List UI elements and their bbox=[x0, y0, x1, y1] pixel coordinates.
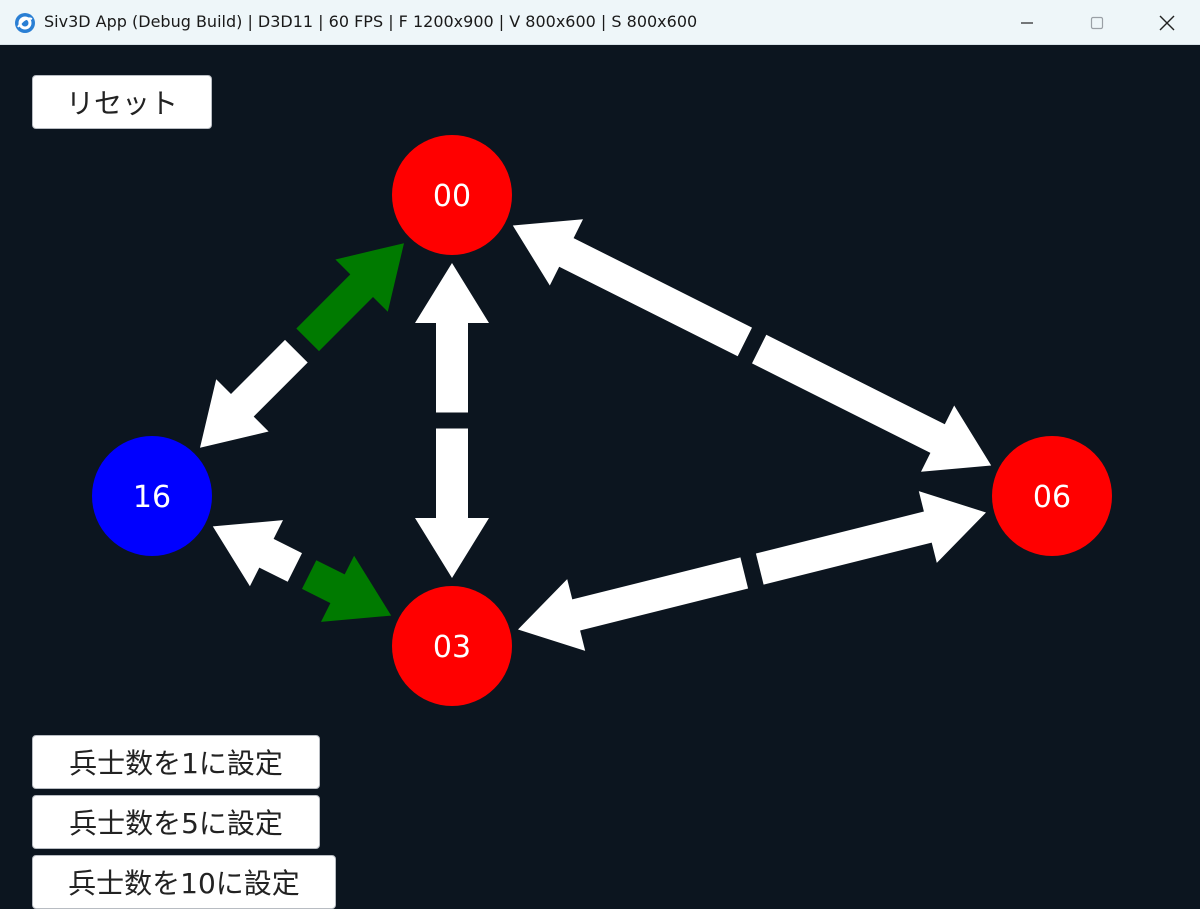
node-circle[interactable] bbox=[992, 436, 1112, 556]
minimize-icon bbox=[1021, 21, 1033, 24]
arrow-n3-to-n0[interactable] bbox=[512, 219, 752, 357]
territory-graph[interactable]: 00 16 03 06 bbox=[0, 45, 1200, 900]
node-soldier-count: 06 bbox=[1033, 480, 1071, 515]
window-title: Siv3D App (Debug Build) | D3D11 | 60 FPS… bbox=[44, 12, 698, 31]
node-16[interactable]: 16 bbox=[92, 436, 212, 556]
node-circle[interactable] bbox=[92, 436, 212, 556]
title-bar[interactable]: Siv3D App (Debug Build) | D3D11 | 60 FPS… bbox=[0, 0, 1200, 45]
arrows-layer bbox=[200, 219, 992, 651]
arrow-n2-to-n0[interactable] bbox=[415, 263, 489, 413]
maximize-button[interactable] bbox=[1062, 0, 1132, 45]
set-soldiers-5-button[interactable]: 兵士数を5に設定 bbox=[32, 795, 320, 849]
maximize-icon bbox=[1090, 16, 1104, 29]
node-06[interactable]: 06 bbox=[992, 436, 1112, 556]
siv3d-app-icon bbox=[15, 13, 35, 33]
arrow-n1-to-n2[interactable] bbox=[302, 555, 392, 622]
arrow-n0-to-n2[interactable] bbox=[415, 428, 489, 579]
node-soldier-count: 00 bbox=[433, 179, 471, 214]
reset-button[interactable]: リセット bbox=[32, 75, 212, 129]
node-circle[interactable] bbox=[392, 135, 512, 255]
arrow-n2-to-n3[interactable] bbox=[755, 491, 986, 585]
set-soldiers-1-button[interactable]: 兵士数を1に設定 bbox=[32, 735, 320, 789]
arrow-n1-to-n0[interactable] bbox=[296, 243, 404, 352]
node-03[interactable]: 03 bbox=[392, 586, 512, 706]
minimize-button[interactable] bbox=[992, 0, 1062, 45]
arrow-n0-to-n1[interactable] bbox=[200, 339, 308, 448]
set-soldiers-10-button[interactable]: 兵士数を10に設定 bbox=[32, 855, 336, 909]
node-circle[interactable] bbox=[392, 586, 512, 706]
node-soldier-count: 16 bbox=[133, 480, 171, 515]
arrow-n2-to-n1[interactable] bbox=[212, 520, 302, 587]
arrow-n0-to-n3[interactable] bbox=[752, 334, 992, 472]
node-soldier-count: 03 bbox=[433, 630, 471, 665]
node-00[interactable]: 00 bbox=[392, 135, 512, 255]
arrow-n3-to-n2[interactable] bbox=[518, 557, 749, 651]
nodes-layer: 00 16 03 06 bbox=[92, 135, 1112, 706]
close-icon bbox=[1159, 15, 1175, 30]
close-button[interactable] bbox=[1132, 0, 1200, 45]
game-canvas[interactable]: 00 16 03 06 リセット 兵士数を1に設定 兵士数を5に設定 兵士数を10に設… bbox=[0, 45, 1200, 909]
